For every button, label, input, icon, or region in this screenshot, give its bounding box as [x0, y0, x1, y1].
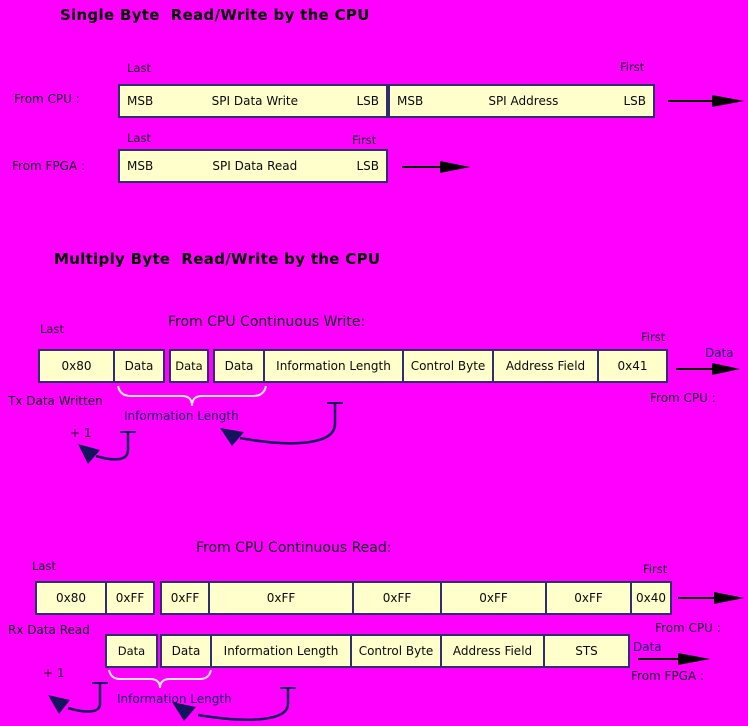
information-length-label: Information Length [124, 409, 239, 423]
from-cpu-label: From CPU : [650, 391, 716, 405]
tx-data-written-label: Tx Data Written [8, 394, 103, 408]
cell-0xff: 0xFF [208, 583, 352, 613]
cell-0xff: 0xFF [352, 583, 440, 613]
curved-arrow-icon [48, 682, 108, 714]
cell-0x41: 0x41 [597, 351, 666, 381]
cell-0xff: 0xFF [170, 591, 200, 605]
cell-0x80: 0x80 [55, 591, 86, 605]
read-group-1: 0x80 0xFF [35, 581, 155, 615]
cell-address-field: Address Field [440, 636, 543, 666]
lsb-label: LSB [356, 94, 379, 108]
cell-0x40: 0x40 [630, 583, 670, 613]
from-cpu-label: From CPU : [14, 92, 80, 106]
write-group-1: 0x80 Data [38, 349, 165, 383]
label-first: First [641, 330, 666, 344]
rx-group-1: Data [105, 634, 158, 668]
right-arrow-icon [678, 592, 744, 604]
cell-information-length: Information Length [210, 636, 350, 666]
box-title: SPI Data Read [212, 159, 298, 173]
data-direction-label: Data [705, 346, 734, 360]
continuous-write-heading: From CPU Continuous Write: [168, 314, 366, 330]
curved-arrow-icon [78, 431, 136, 464]
box-title: SPI Address [488, 94, 559, 108]
cell-0x80: 0x80 [61, 359, 92, 373]
cell-0xff: 0xFF [440, 583, 545, 613]
msb-label: MSB [397, 94, 424, 108]
cell-data: Data [117, 644, 146, 658]
label-first: First [620, 60, 645, 74]
box-title: SPI Data Write [211, 94, 298, 108]
label-last: Last [40, 322, 64, 336]
cell-data: Data [224, 359, 254, 373]
right-arrow-icon [402, 161, 470, 173]
single-byte-title: Single Byte Read/Write by the CPU [60, 6, 370, 24]
cell-0xff: 0xFF [545, 583, 630, 613]
write-group-3: Data Information Length Control Byte Add… [213, 349, 668, 383]
cell-control-byte: Control Byte [350, 636, 440, 666]
data-direction-label: Data [633, 640, 662, 654]
from-fpga-label: From FPGA : [12, 159, 86, 173]
curved-arrow-icon [220, 402, 343, 446]
plus-one-label: + 1 [70, 426, 92, 440]
spi-data-write-box: MSB SPI Data Write LSB [118, 84, 388, 118]
information-length-label: Information Length [117, 692, 232, 706]
cell-data: Data [175, 359, 203, 373]
label-first: First [643, 562, 668, 576]
from-fpga-label: From FPGA : [631, 669, 705, 683]
curved-arrow-icon [172, 687, 296, 721]
cell-address-field: Address Field [492, 351, 597, 381]
brace-icon [108, 669, 212, 689]
right-arrow-icon [668, 95, 744, 107]
cell-sts: STS [543, 636, 628, 666]
cell-data: Data [171, 644, 201, 658]
label-last: Last [32, 559, 56, 573]
rx-group-2: Data Information Length Control Byte Add… [160, 634, 630, 668]
from-cpu-label: From CPU : [655, 621, 721, 635]
lsb-label: LSB [356, 159, 379, 173]
right-arrow-icon [676, 363, 740, 375]
cell-data: Data [113, 351, 163, 381]
label-last: Last [127, 131, 151, 145]
msb-label: MSB [127, 159, 154, 173]
spi-data-read-box: MSB SPI Data Read LSB [118, 149, 388, 183]
label-last: Last [127, 61, 151, 75]
cell-0xff: 0xFF [105, 583, 153, 613]
label-first: First [352, 133, 377, 147]
spi-address-box: MSB SPI Address LSB [388, 84, 655, 118]
multiply-byte-title: Multiply Byte Read/Write by the CPU [54, 250, 381, 268]
right-arrow-icon [638, 653, 710, 665]
read-group-2: 0xFF 0xFF 0xFF 0xFF 0xFF 0x40 [160, 581, 672, 615]
cell-control-byte: Control Byte [402, 351, 492, 381]
lsb-label: LSB [623, 94, 646, 108]
continuous-read-heading: From CPU Continuous Read: [196, 540, 392, 556]
cell-information-length: Information Length [263, 351, 402, 381]
rx-data-read-label: Rx Data Read [8, 623, 90, 637]
plus-one-label: + 1 [43, 666, 65, 680]
write-group-2: Data [169, 349, 209, 383]
brace-icon [117, 385, 267, 407]
msb-label: MSB [127, 94, 154, 108]
